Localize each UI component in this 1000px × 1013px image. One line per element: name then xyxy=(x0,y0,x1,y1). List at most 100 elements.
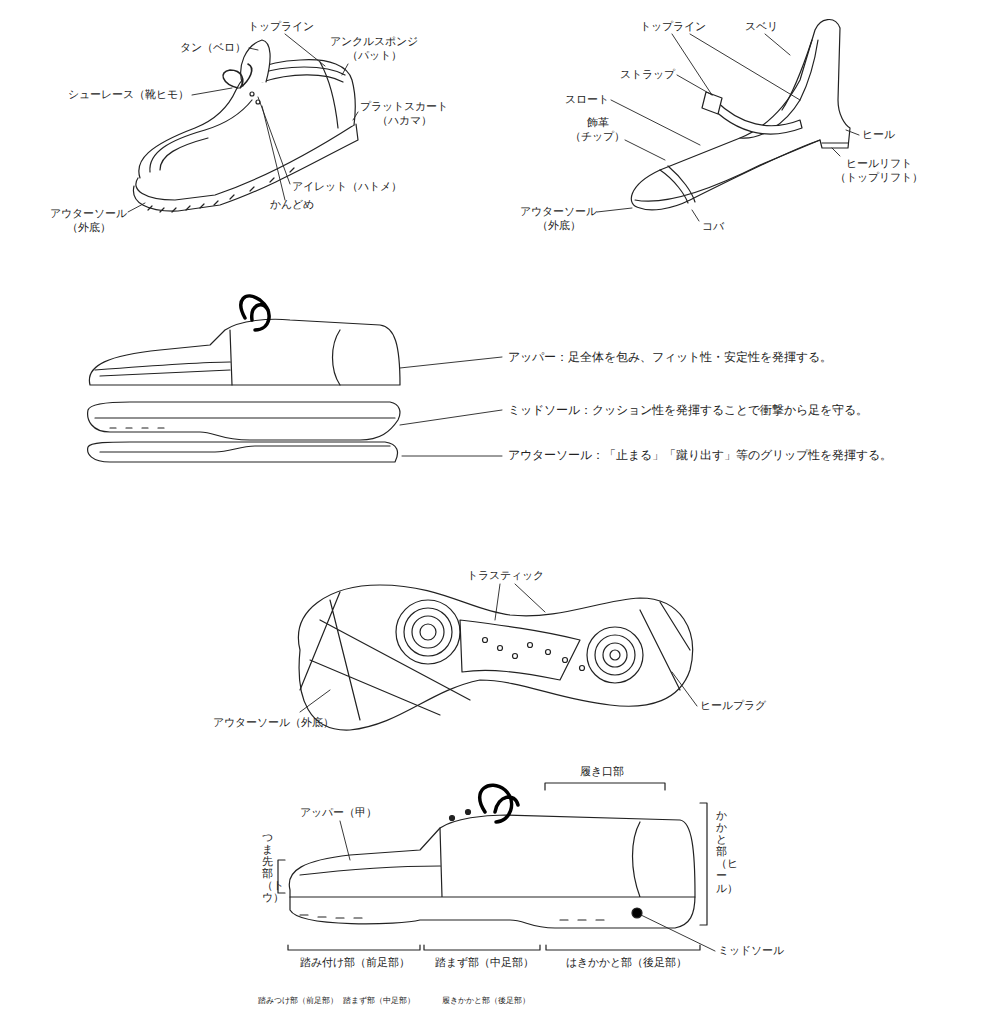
part-label: スロート xyxy=(565,93,609,107)
leader-line xyxy=(285,34,325,66)
side-view-shoe xyxy=(480,785,518,822)
leader-line xyxy=(641,915,715,951)
sole-view xyxy=(498,646,503,651)
part-label: 飾革 （チップ） xyxy=(570,116,625,144)
exploded-shoe xyxy=(88,402,400,440)
description-text: アウターソール：「止まる」「蹴り出す」等のグリップ性を発揮する。 xyxy=(508,448,892,463)
side-view-shoe xyxy=(289,815,695,928)
leader-line xyxy=(192,88,232,95)
sole-view xyxy=(483,638,488,643)
part-label: 踏みつけ部（前足部） xyxy=(258,996,338,1006)
strap-pump xyxy=(712,100,802,134)
sole-view xyxy=(528,643,533,648)
lace-shoe xyxy=(262,75,343,82)
strap-pump xyxy=(668,166,695,202)
part-label: 履きかかと部（後足部） xyxy=(442,996,530,1006)
leader-line xyxy=(765,34,790,55)
part-label: アイレット（ハトメ） xyxy=(292,180,402,194)
part-label: 踏まず部（中足部） xyxy=(435,956,534,970)
part-label: タン（ベロ） xyxy=(180,41,246,55)
exploded-shoe xyxy=(88,442,398,462)
part-label: トップライン xyxy=(640,20,706,34)
part-label: アウターソール（外底） xyxy=(213,716,334,730)
part-label: ミッドソール xyxy=(718,944,784,958)
part-label: ヒールプラグ xyxy=(700,699,766,713)
leader-line xyxy=(846,130,859,135)
leader-line xyxy=(625,140,665,160)
leader-line xyxy=(597,208,632,212)
part-label: アウターソール （外底） xyxy=(50,207,127,235)
dimension-bracket xyxy=(278,860,285,893)
part-label: スベリ xyxy=(745,20,778,34)
side-view-shoe xyxy=(290,822,695,897)
side-view-shoe xyxy=(300,915,604,920)
sole-view xyxy=(298,585,692,730)
strap-pump xyxy=(822,142,848,143)
exploded-shoe xyxy=(88,296,400,462)
sole-view xyxy=(513,654,518,659)
leader-line xyxy=(128,203,145,212)
part-label: ストラップ xyxy=(620,68,675,82)
sole-view xyxy=(404,608,452,656)
strap-pump xyxy=(782,40,812,110)
part-label: かんどめ xyxy=(270,198,314,212)
strap-pump xyxy=(660,170,688,203)
sole-view xyxy=(563,658,568,663)
leader-line xyxy=(300,690,330,712)
part-label: トップライン xyxy=(248,20,314,34)
side-view-shoe xyxy=(466,810,471,815)
description-text: ミッドソール：クッション性を発揮することで衝撃から足を守る。 xyxy=(508,403,868,418)
part-label: 履き口部 xyxy=(580,765,624,779)
sole-view xyxy=(300,592,690,720)
dimension-bracket xyxy=(278,783,707,950)
part-label: 踏み付け部（前足部） xyxy=(300,956,410,970)
sole-view xyxy=(420,624,436,640)
lace-shoe xyxy=(160,138,208,170)
lace-shoe xyxy=(320,62,338,128)
leader-line xyxy=(677,75,712,95)
part-label: アッパー（甲） xyxy=(300,806,377,820)
leader-line xyxy=(262,106,285,200)
leader-line xyxy=(249,48,258,50)
leader-line xyxy=(400,357,502,456)
part-label: 踏まず部（中足部） xyxy=(343,996,415,1006)
lace-shoe xyxy=(258,67,345,75)
dimension-bracket xyxy=(545,783,665,790)
exploded-shoe xyxy=(89,319,400,385)
side-view-shoe xyxy=(450,816,455,821)
exploded-shoe xyxy=(100,446,390,452)
leader-line xyxy=(832,148,840,156)
leader-line xyxy=(495,584,545,620)
leader-line xyxy=(692,210,699,221)
part-label: ヒール xyxy=(862,128,895,142)
sole-view xyxy=(603,643,627,667)
side-view-shoe xyxy=(289,785,695,928)
part-label: シューレース（靴ヒモ） xyxy=(68,88,189,102)
part-label: アンクルスポンジ （パット） xyxy=(330,35,418,63)
leader-line xyxy=(342,64,348,75)
side-view-shoe xyxy=(632,908,642,918)
part-label: プラットスカート （ハカマ） xyxy=(360,100,448,128)
sole-view xyxy=(298,585,692,730)
lace-shoe xyxy=(250,92,254,96)
part-label: トラスティック xyxy=(467,569,544,583)
part-label: ヒールリフト （トップリフト） xyxy=(835,157,923,185)
sole-view xyxy=(460,620,580,680)
leader-line xyxy=(128,34,859,951)
lace-shoe xyxy=(223,64,252,88)
strap-pump xyxy=(631,20,850,210)
sole-view xyxy=(610,650,620,660)
sole-view xyxy=(595,635,635,675)
part-label: アウターソール （外底） xyxy=(520,205,597,233)
leader-line xyxy=(340,821,350,860)
description-text: アッパー：足全体を包み、フィット性・安定性を発揮する。 xyxy=(508,350,832,365)
part-label: つま先部 （トウ） xyxy=(262,832,273,905)
leader-line xyxy=(672,34,800,100)
exploded-shoe xyxy=(95,330,340,385)
dimension-bracket xyxy=(700,803,707,925)
sole-view xyxy=(546,650,551,655)
exploded-shoe xyxy=(241,296,269,330)
